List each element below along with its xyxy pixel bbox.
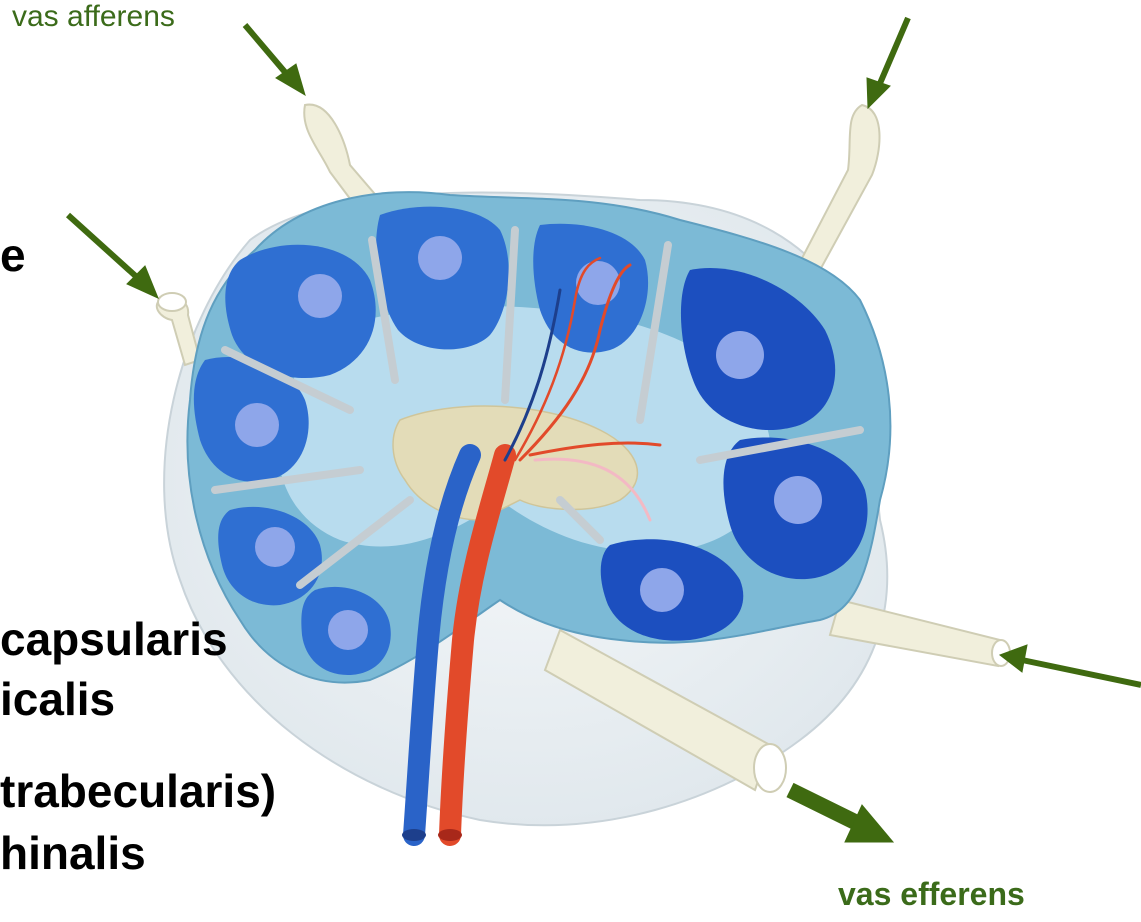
germinal-center <box>576 261 620 305</box>
arrow-icon <box>68 215 158 298</box>
vas-afferens-label: vas afferens <box>12 0 175 34</box>
germinal-center <box>774 476 822 524</box>
germinal-center <box>418 236 462 280</box>
arrow-icon <box>1000 645 1141 685</box>
germinal-center <box>716 331 764 379</box>
arrow-icon <box>867 18 908 108</box>
germinal-center <box>235 403 279 447</box>
germinal-center <box>640 568 684 612</box>
germinal-center <box>298 274 342 318</box>
vas-efferens-label: vas efferens <box>838 876 1025 913</box>
list-line-capsularis: capsularis <box>0 612 228 666</box>
arrow-icon <box>790 790 893 842</box>
germinal-center <box>328 610 368 650</box>
germinal-center <box>255 527 295 567</box>
arrow-icon <box>245 25 305 95</box>
list-line-trabecularis: trabecularis) <box>0 764 276 818</box>
list-line-icalis: icalis <box>0 672 115 726</box>
cropped-heading-fragment: e <box>0 228 26 282</box>
list-line-hinalis: hinalis <box>0 826 146 880</box>
